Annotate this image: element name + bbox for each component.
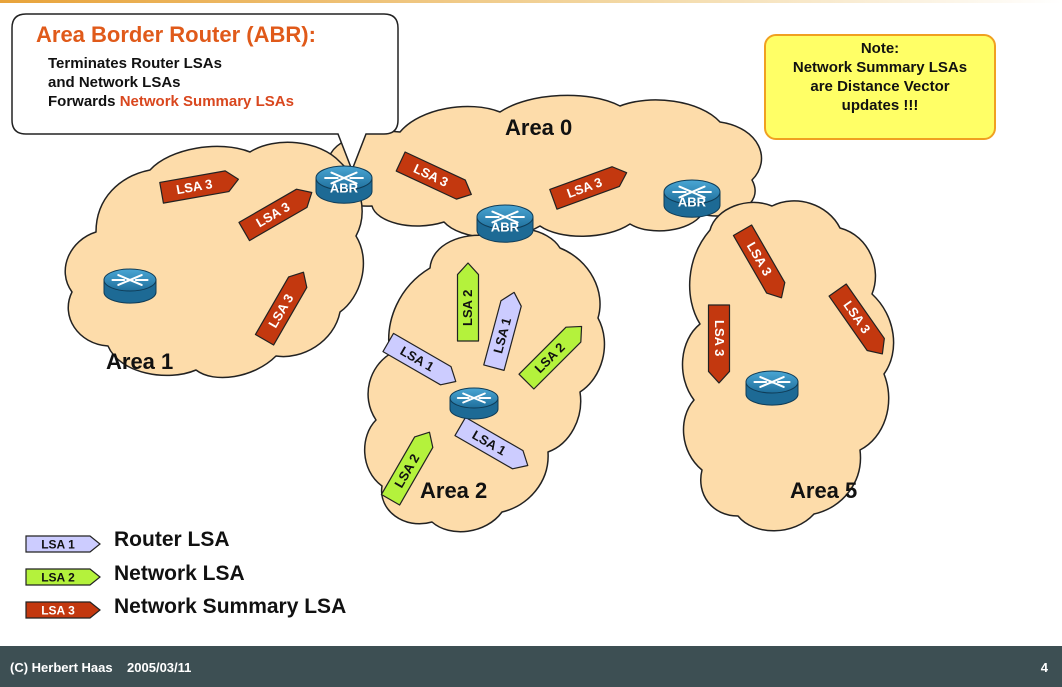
callout-line-3: Forwards Network Summary LSAs — [48, 92, 294, 111]
legend-badge-text: LSA 1 — [41, 538, 75, 552]
footer-copyright: (C) Herbert Haas 2005/03/11 — [10, 660, 192, 675]
area-1-label: Area 1 — [106, 349, 173, 374]
note-line-3: are Distance Vector — [810, 78, 950, 95]
top-accent-line — [0, 0, 1062, 3]
abr-callout: Area Border Router (ABR): Terminates Rou… — [12, 14, 398, 134]
lsa-badge-text: LSA 3 — [712, 320, 727, 356]
callout-line-2: and Network LSAs — [48, 74, 181, 91]
area-0-cloud — [325, 94, 763, 239]
legend-badge-text: LSA 2 — [41, 571, 75, 585]
router-area1-icon — [103, 268, 157, 304]
router-area5-icon — [745, 370, 799, 406]
legend-badge-text: LSA 3 — [41, 604, 75, 618]
note-line-1: Note: — [860, 40, 900, 57]
lsa1-arrow-area2-top: LSA 1 — [483, 291, 522, 371]
abr-router-area1-icon: ABR — [315, 165, 373, 204]
area-5-label: Area 5 — [790, 478, 857, 503]
callout-line-3-prefix: Forwards — [48, 93, 120, 110]
router-abr-label: ABR — [491, 219, 520, 234]
note-box: Note: Network Summary LSAs are Distance … — [764, 34, 996, 140]
note-line-2: Network Summary LSAs — [792, 59, 968, 76]
legend-badge-lsa1: LSA 1 — [25, 535, 101, 553]
callout-bubble — [11, 13, 399, 173]
lsa3-arrow-area1-top: LSA 3 — [159, 170, 240, 204]
legend-label: Network LSA — [114, 562, 245, 585]
legend-label: Network Summary LSA — [114, 595, 347, 618]
callout-line-3-highlight: Network Summary LSAs — [119, 93, 294, 110]
lsa3-arrow-area5-left: LSA 3 — [707, 304, 731, 384]
callout-title: Area Border Router (ABR): — [36, 22, 316, 47]
callout-body: Terminates Router LSAs and Network LSAs … — [48, 54, 294, 111]
area-0-label: Area 0 — [505, 115, 572, 140]
legend-label: Router LSA — [114, 528, 230, 551]
abr-router-area5-icon: ABR — [663, 179, 721, 218]
router-area2-icon — [449, 387, 499, 420]
legend-badge-lsa3: LSA 3 — [25, 601, 101, 619]
note-line-4: updates !!! — [841, 97, 919, 114]
callout-line-1: Terminates Router LSAs — [48, 55, 222, 72]
abr-router-area2-icon: ABR — [476, 204, 534, 243]
router-abr-label: ABR — [330, 180, 359, 195]
area-5-cloud — [681, 200, 895, 532]
page-number: 4 — [1040, 660, 1048, 675]
router-abr-label: ABR — [678, 194, 707, 209]
footer-bar: (C) Herbert Haas 2005/03/11 4 — [0, 646, 1062, 687]
lsa2-arrow-area2-top: LSA 2 — [456, 262, 480, 342]
area-2-label: Area 2 — [420, 478, 487, 503]
legend-badge-lsa2: LSA 2 — [25, 568, 101, 586]
lsa-badge-text: LSA 3 — [175, 176, 213, 197]
lsa-badge-text: LSA 2 — [460, 290, 475, 326]
